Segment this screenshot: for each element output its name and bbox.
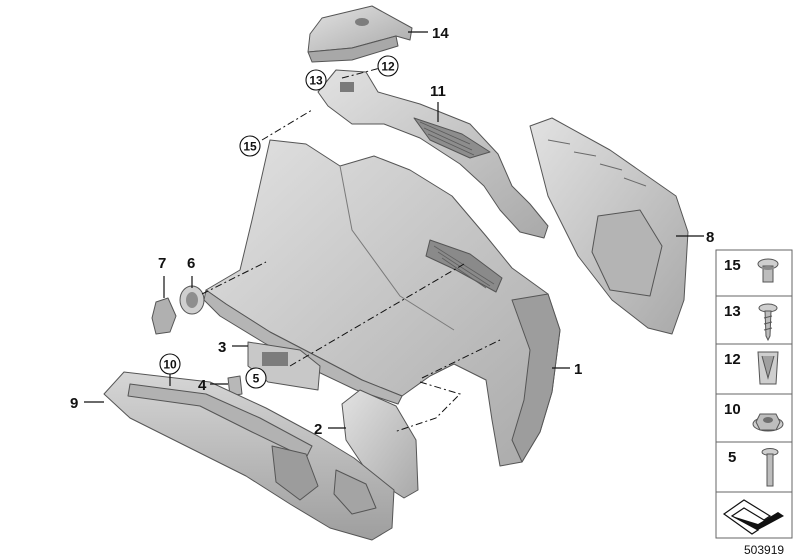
dash-line-3-5: [289, 263, 465, 367]
expanding-nut-icon: [757, 351, 779, 385]
callout-12: 12: [381, 60, 395, 74]
part-14-cover: [307, 5, 413, 63]
legend-box-12: [715, 343, 793, 395]
legend-label-13: 13: [724, 303, 741, 320]
reference-number: 503919: [744, 543, 784, 557]
callout-6: 6: [187, 255, 195, 272]
callout-15: 15: [243, 140, 257, 154]
bolt-icon: [761, 448, 779, 487]
fastener-legend: 15 13 12 10 5: [715, 249, 793, 539]
callout-5: 5: [253, 372, 260, 386]
callouts: 14 13 12 11 15 8 7 6 3 5 4 1: [70, 25, 714, 438]
legend-label-15: 15: [724, 257, 741, 274]
dash-line-6-7: [201, 261, 267, 295]
callout-14: 14: [432, 25, 449, 42]
callout-8: 8: [706, 229, 714, 246]
callout-1: 1: [574, 361, 582, 378]
part-2-cover-flap: [341, 389, 419, 499]
part-4-clip: [227, 375, 243, 397]
legend-box-5: [715, 441, 793, 493]
legend-label-5: 5: [728, 449, 736, 466]
part-8-side-panel: [529, 117, 689, 335]
part-7-cap: [151, 297, 177, 335]
part-9-floor-tray: [103, 371, 395, 541]
callout-13: 13: [309, 74, 323, 88]
callout-11: 11: [430, 83, 446, 100]
legend-label-12: 12: [724, 351, 741, 368]
screw-icon: [758, 303, 778, 342]
assembly-lines: [201, 65, 501, 433]
direction-arrow-icon: [722, 499, 784, 535]
callout-10: 10: [163, 358, 177, 372]
hex-nut-icon: [752, 413, 784, 432]
dash-line-15: [261, 109, 313, 141]
callout-9: 9: [70, 395, 78, 412]
part-1-main-trim: [203, 139, 561, 467]
legend-box-15: [715, 249, 793, 297]
callout-4: 4: [198, 377, 207, 394]
legend-box-13: [715, 295, 793, 345]
callout-3: 3: [218, 339, 226, 356]
part-11-bracket: [317, 69, 549, 239]
legend-label-10: 10: [724, 401, 741, 418]
dash-line-2: [393, 381, 461, 433]
part-6-lamp-ring: [179, 285, 205, 315]
callout-2: 2: [314, 421, 322, 438]
callout-7: 7: [158, 255, 166, 272]
legend-box-10: [715, 393, 793, 443]
clip-rivet-icon: [757, 258, 779, 283]
